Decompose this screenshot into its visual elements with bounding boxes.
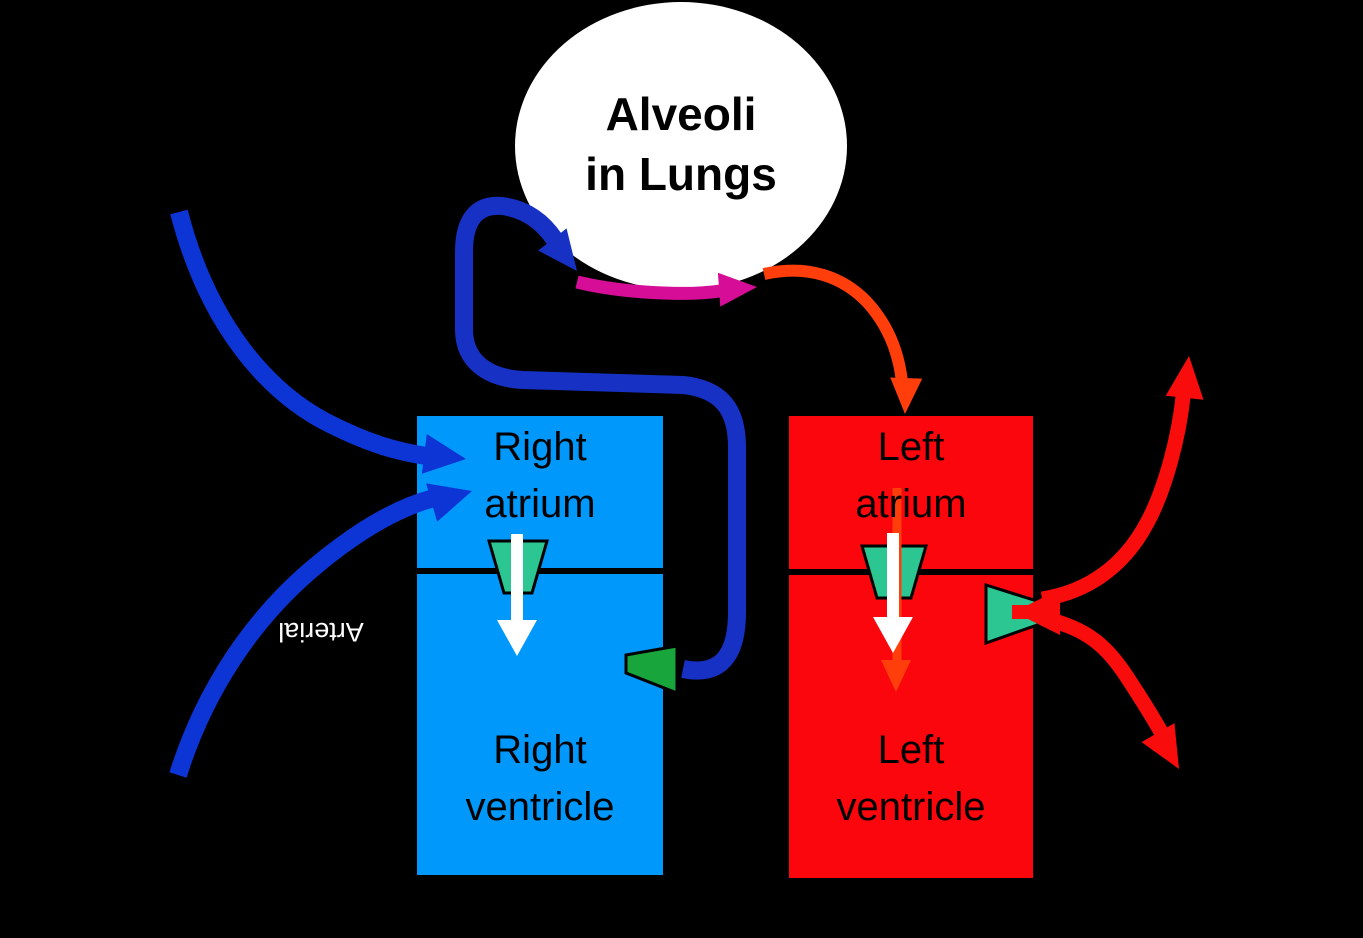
vena-cava-upper-arrow [170, 209, 428, 465]
left-heart-box [789, 416, 1033, 878]
lungs-label: Alveoli in Lungs [585, 88, 777, 200]
aorta-lower-arrow [1040, 610, 1175, 749]
left-ventricle-label: Left ventricle [836, 728, 986, 829]
left-heart-oxygenated-flow-arrowhead-icon [881, 660, 911, 692]
arterial-label: Arterial [278, 617, 364, 647]
right-heart-divider [417, 568, 663, 574]
left-flow-arrowhead-icon [873, 617, 913, 653]
right-ventricle-label: Right ventricle [465, 728, 615, 829]
pulmonary-vein-arrow [762, 264, 908, 383]
right-atrium-label: Right atrium [484, 425, 596, 526]
pulmonary-valve [624, 644, 679, 696]
right-flow-arrowhead-icon [497, 620, 537, 656]
pulmonary-artery-arrowhead-icon [538, 228, 577, 271]
vena-cava-upper-arrowhead-icon [421, 434, 466, 474]
left-atrium-label: Left atrium [855, 425, 967, 526]
alveoli-ellipse [515, 2, 847, 290]
aorta-upper-arrow [1040, 396, 1191, 607]
capillary-arrowhead-icon [717, 272, 757, 307]
vena-cava-lower-arrowhead-icon [426, 483, 472, 522]
capillary-arrow [575, 275, 721, 300]
pulmonary-artery-arrow [455, 196, 746, 680]
pulmonary-vein-arrowhead-icon [890, 377, 923, 414]
aorta-upper-arrowhead-icon [1165, 356, 1204, 400]
aorta-lower-arrowhead-icon [1141, 723, 1179, 769]
vena-cava-lower-arrow [169, 489, 437, 778]
